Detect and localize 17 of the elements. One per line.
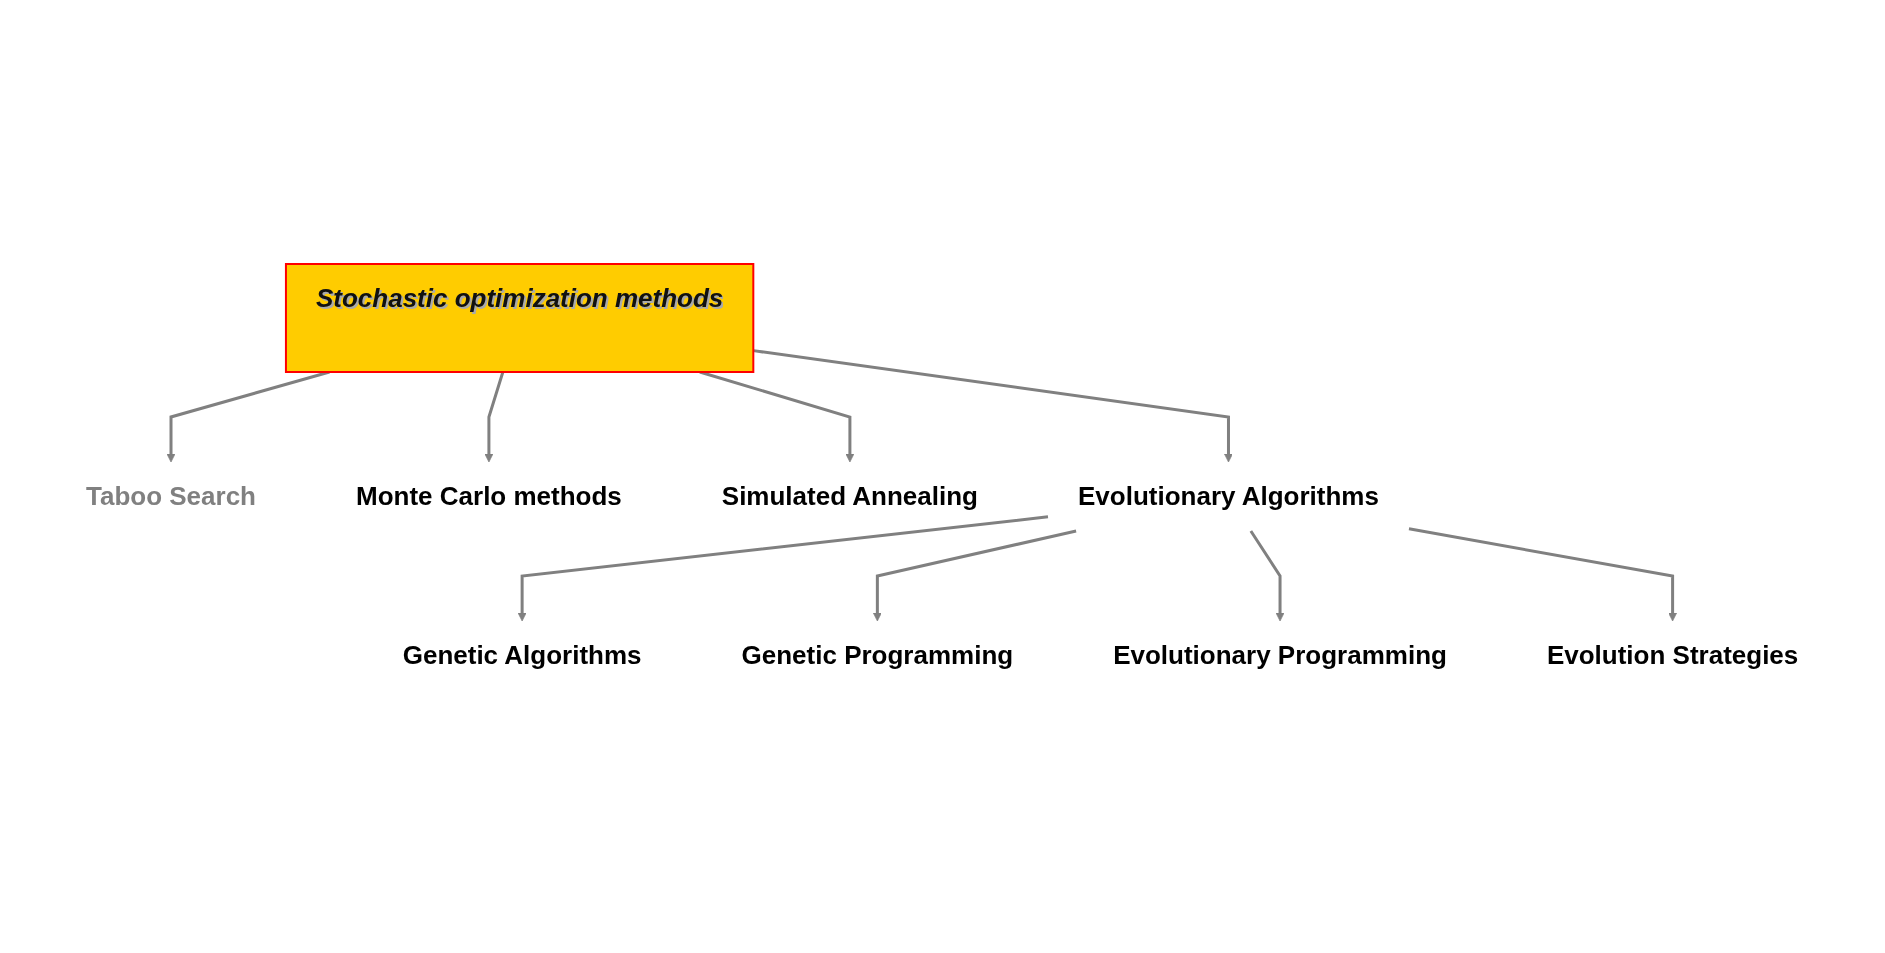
- node-text: Genetic Algorithms: [403, 639, 642, 670]
- arrow: [699, 370, 855, 462]
- node-text: Evolutionary Algorithms: [1078, 480, 1380, 511]
- node-text: Taboo Search: [86, 480, 257, 511]
- node-text: Monte Carlo methods: [356, 480, 623, 511]
- arrow: [1249, 529, 1285, 621]
- arrow: [166, 370, 331, 462]
- arrow: [518, 514, 1049, 621]
- node-text: Genetic Programming: [741, 639, 1014, 670]
- node-box: Stochastic optimization methods: [285, 262, 755, 373]
- node-text: Simulated Annealing: [722, 480, 979, 511]
- node-text: Evolutionary Programming: [1113, 639, 1448, 670]
- node-text: Evolution Strategies: [1547, 639, 1799, 670]
- arrow: [753, 348, 1234, 462]
- arrow: [484, 371, 505, 462]
- arrow: [1409, 526, 1678, 621]
- arrow: [873, 529, 1077, 621]
